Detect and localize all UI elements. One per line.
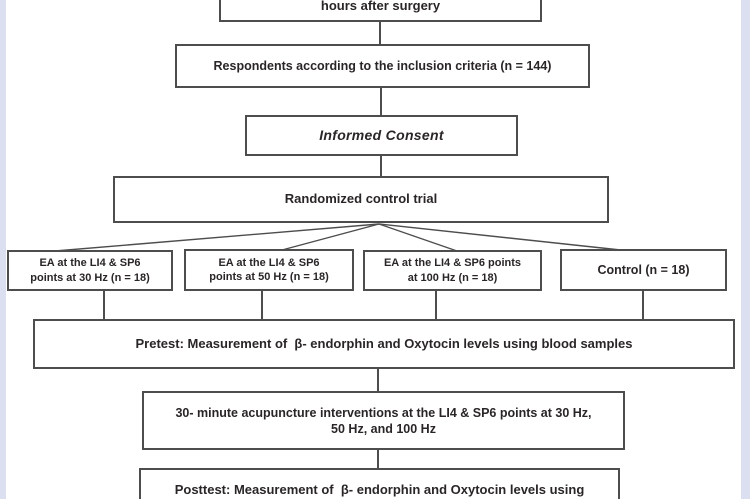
flow-box-respondents-label: Respondents according to the inclusion c… [213, 59, 552, 73]
flow-box-respondents: Respondents according to the inclusion c… [175, 44, 590, 88]
flow-box-hours-after-surgery: hours after surgery [219, 0, 542, 22]
flow-box-posttest-label: Posttest: Measurement of β- endorphin an… [174, 482, 585, 497]
flow-box-ea-100hz-label: EA at the LI4 & SP6 points at 100 Hz (n … [383, 257, 522, 284]
flow-box-informed-consent: Informed Consent [245, 115, 518, 156]
flow-box-hours-after-surgery-label: hours after surgery [320, 0, 441, 14]
flow-box-ea-30hz: EA at the LI4 & SP6 points at 30 Hz (n =… [7, 250, 173, 291]
flow-box-posttest: Posttest: Measurement of β- endorphin an… [139, 468, 620, 499]
right-margin-strip [741, 0, 750, 499]
flow-box-randomized-control-trial: Randomized control trial [113, 176, 609, 223]
flow-box-intervention: 30- minute acupuncture interventions at … [142, 391, 625, 450]
flow-box-pretest-label: Pretest: Measurement of β- endorphin and… [135, 335, 633, 351]
left-margin-strip [0, 0, 6, 499]
flow-box-pretest: Pretest: Measurement of β- endorphin and… [33, 319, 735, 369]
flow-box-informed-consent-label: Informed Consent [319, 126, 444, 143]
flow-box-ea-100hz: EA at the LI4 & SP6 points at 100 Hz (n … [363, 250, 542, 291]
flow-box-ea-50hz: EA at the LI4 & SP6 points at 50 Hz (n =… [184, 249, 354, 291]
flow-box-control-group-label: Control (n = 18) [597, 263, 690, 277]
flow-box-randomized-control-trial-label: Randomized control trial [284, 191, 438, 207]
flow-box-control-group: Control (n = 18) [560, 249, 727, 291]
flow-box-intervention-label: 30- minute acupuncture interventions at … [175, 405, 592, 436]
flow-box-ea-50hz-label: EA at the LI4 & SP6 points at 50 Hz (n =… [209, 256, 329, 283]
flow-box-ea-30hz-label: EA at the LI4 & SP6 points at 30 Hz (n =… [30, 257, 150, 284]
